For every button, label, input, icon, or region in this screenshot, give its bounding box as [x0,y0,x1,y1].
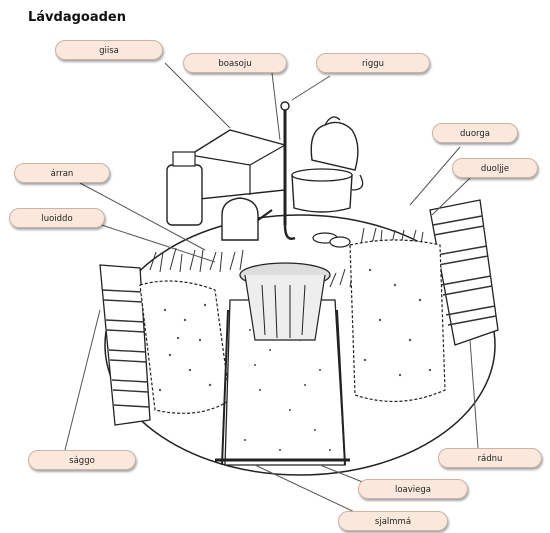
label-sjalmma: sjalmmá [338,511,448,531]
cooking-pot [292,169,352,212]
label-sagge: sággo [28,450,136,470]
right-fur [350,240,445,401]
label-duorga: duorga [432,123,518,143]
label-radnu: rádnu [438,448,542,468]
label-arran: árran [14,163,110,183]
label-riggu: riggu [316,53,430,73]
label-giisa: giisa [55,40,163,60]
chest [190,130,285,200]
label-duolji: duoljje [452,158,538,178]
fireplace [240,263,330,340]
label-luoidda: luoiddo [9,208,105,228]
left-fur [140,281,230,413]
label-boasoju: boasoju [183,53,287,73]
label-loaviega: loaviega [358,479,468,499]
